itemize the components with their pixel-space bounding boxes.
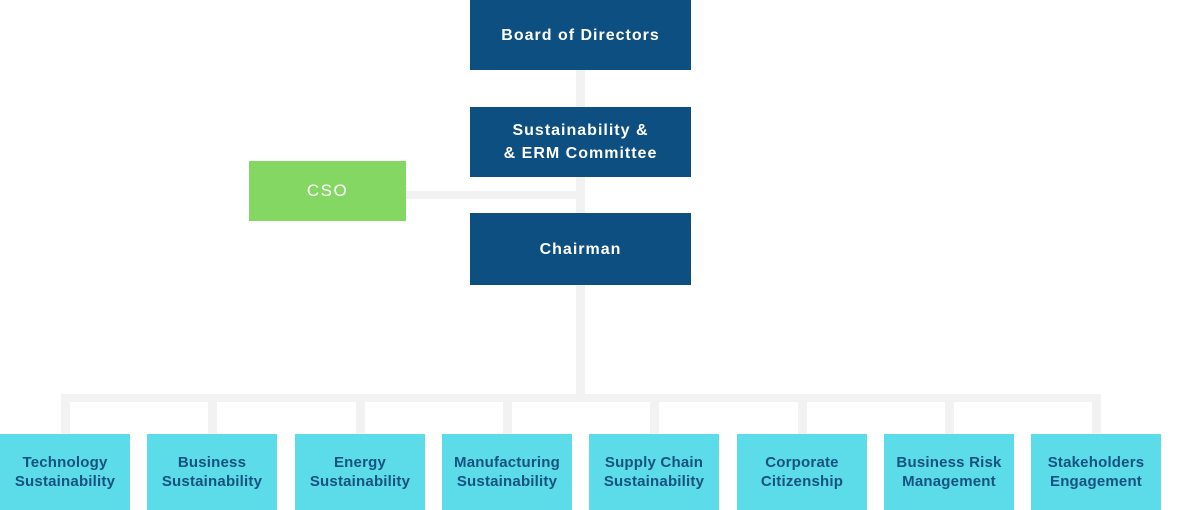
dept-label: Supply Chain Sustainability — [604, 453, 704, 491]
dept-manufacturing-sustainability-box: Manufacturing Sustainability — [442, 434, 572, 510]
dept-label: Business Sustainability — [162, 453, 262, 491]
dept-label-line2: Citizenship — [760, 473, 844, 490]
drop-line-business-risk — [945, 394, 954, 435]
dept-supply-chain-sustainability-box: Supply Chain Sustainability — [589, 434, 719, 510]
dept-label: Stakeholders Engagement — [1048, 453, 1145, 491]
cso-horizontal-connector-line — [406, 191, 581, 199]
sustainability-erm-committee-box: Sustainability & & ERM Committee — [470, 107, 691, 177]
dept-label-line2: Management — [902, 473, 996, 490]
dept-label-line2: Sustainability — [309, 473, 411, 490]
dept-business-sustainability-box: Business Sustainability — [147, 434, 277, 510]
dept-corporate-citizenship-box: Corporate Citizenship — [737, 434, 867, 510]
dept-label-line1: Business — [177, 454, 247, 471]
dept-label-line2: Sustainability — [603, 473, 705, 490]
chairman-label: Chairman — [539, 240, 622, 258]
dept-label-line2: Sustainability — [161, 473, 263, 490]
dept-label-line2: Sustainability — [456, 473, 558, 490]
dept-label-line1: Manufacturing — [454, 454, 560, 471]
drop-line-supply-chain — [650, 394, 659, 435]
drop-line-stakeholders — [1092, 394, 1101, 435]
chairman-box: Chairman — [470, 213, 691, 285]
dept-energy-sustainability-box: Energy Sustainability — [295, 434, 425, 510]
cso-box: CSO — [249, 161, 406, 221]
dept-label-line1: Energy — [333, 454, 387, 471]
departments-horizontal-connector-line — [61, 394, 1101, 402]
committee-label-line2: & ERM Committee — [503, 145, 658, 162]
drop-line-manufacturing — [503, 394, 512, 435]
dept-technology-sustainability-box: Technology Sustainability — [0, 434, 130, 510]
drop-line-energy — [356, 394, 365, 435]
board-of-directors-box: Board of Directors — [470, 0, 691, 70]
drop-line-technology — [61, 394, 70, 435]
dept-label-line1: Supply Chain — [604, 454, 704, 471]
sustainability-erm-committee-label: Sustainability & & ERM Committee — [504, 119, 658, 165]
dept-business-risk-management-box: Business Risk Management — [884, 434, 1014, 510]
drop-line-business — [208, 394, 217, 435]
dept-label-line1: Business Risk — [896, 454, 1002, 471]
drop-line-corporate — [798, 394, 807, 435]
dept-label: Manufacturing Sustainability — [454, 453, 560, 491]
dept-label-line1: Stakeholders — [1047, 454, 1145, 471]
cso-label: CSO — [306, 181, 349, 200]
board-of-directors-label: Board of Directors — [501, 26, 660, 44]
committee-label-line1: Sustainability & — [512, 122, 649, 139]
dept-stakeholders-engagement-box: Stakeholders Engagement — [1031, 434, 1161, 510]
dept-label-line2: Sustainability — [14, 473, 116, 490]
dept-label: Energy Sustainability — [310, 453, 410, 491]
dept-label-line2: Engagement — [1049, 473, 1142, 490]
dept-label: Business Risk Management — [896, 453, 1001, 491]
dept-label-line1: Technology — [22, 454, 108, 471]
dept-label-line1: Corporate — [765, 454, 839, 471]
dept-label: Corporate Citizenship — [761, 453, 843, 491]
dept-label: Technology Sustainability — [15, 453, 115, 491]
